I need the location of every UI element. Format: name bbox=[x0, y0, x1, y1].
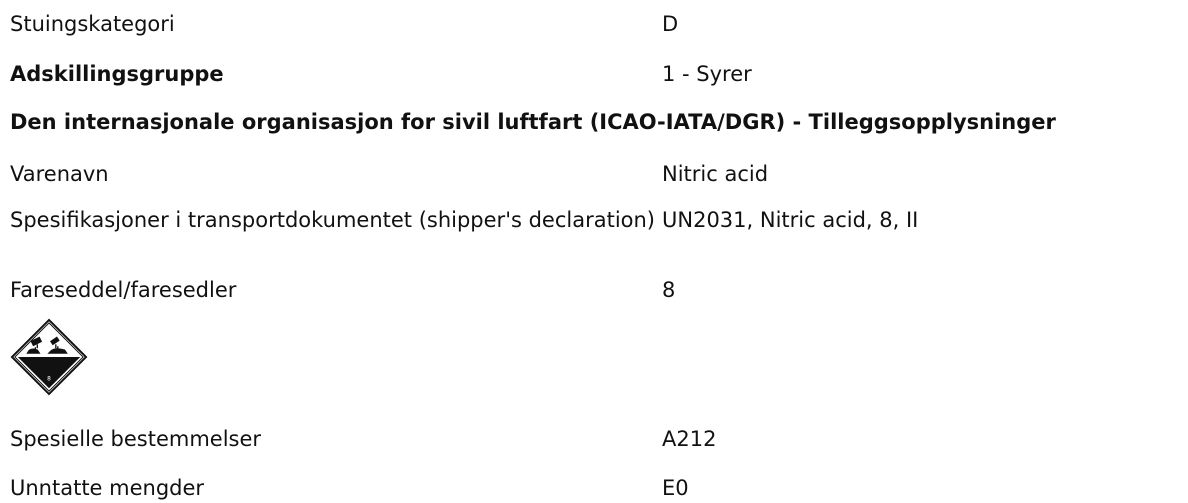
row-label: Varenavn bbox=[10, 162, 109, 186]
section-heading: Den internasjonale organisasjon for sivi… bbox=[10, 110, 1056, 134]
row-label: Stuingskategori bbox=[10, 12, 175, 36]
row-fareseddel: Fareseddel/faresedler 8 bbox=[10, 279, 1180, 301]
class-number: 8 bbox=[47, 376, 51, 382]
row-spesielle-bestemmelser: Spesielle bestemmelser A212 bbox=[10, 428, 1180, 450]
row-spesifikasjoner: Spesifikasjoner i transportdokumentet (s… bbox=[10, 208, 1180, 232]
row-value: 1 - Syrer bbox=[662, 62, 752, 86]
row-adskillingsgruppe: Adskillingsgruppe 1 - Syrer bbox=[10, 63, 1180, 85]
row-label: Unntatte mengder bbox=[10, 476, 205, 500]
row-varenavn: Varenavn Nitric acid bbox=[10, 163, 1180, 185]
row-stuingskategori: Stuingskategori D bbox=[10, 13, 1180, 35]
row-label: Adskillingsgruppe bbox=[10, 62, 224, 86]
row-value: UN2031, Nitric acid, 8, II bbox=[662, 208, 919, 232]
row-value: A212 bbox=[662, 427, 717, 451]
row-value: 8 bbox=[662, 278, 676, 302]
row-label: Fareseddel/faresedler bbox=[10, 278, 237, 302]
corrosive-hazard-label-icon: 8 bbox=[10, 318, 88, 396]
row-value: D bbox=[662, 12, 679, 36]
row-value: E0 bbox=[662, 476, 689, 500]
row-value: Nitric acid bbox=[662, 162, 769, 186]
row-label: Spesielle bestemmelser bbox=[10, 427, 262, 451]
row-label: Spesifikasjoner i transportdokumentet (s… bbox=[10, 208, 656, 232]
row-unntatte-mengder: Unntatte mengder E0 bbox=[10, 477, 1180, 499]
